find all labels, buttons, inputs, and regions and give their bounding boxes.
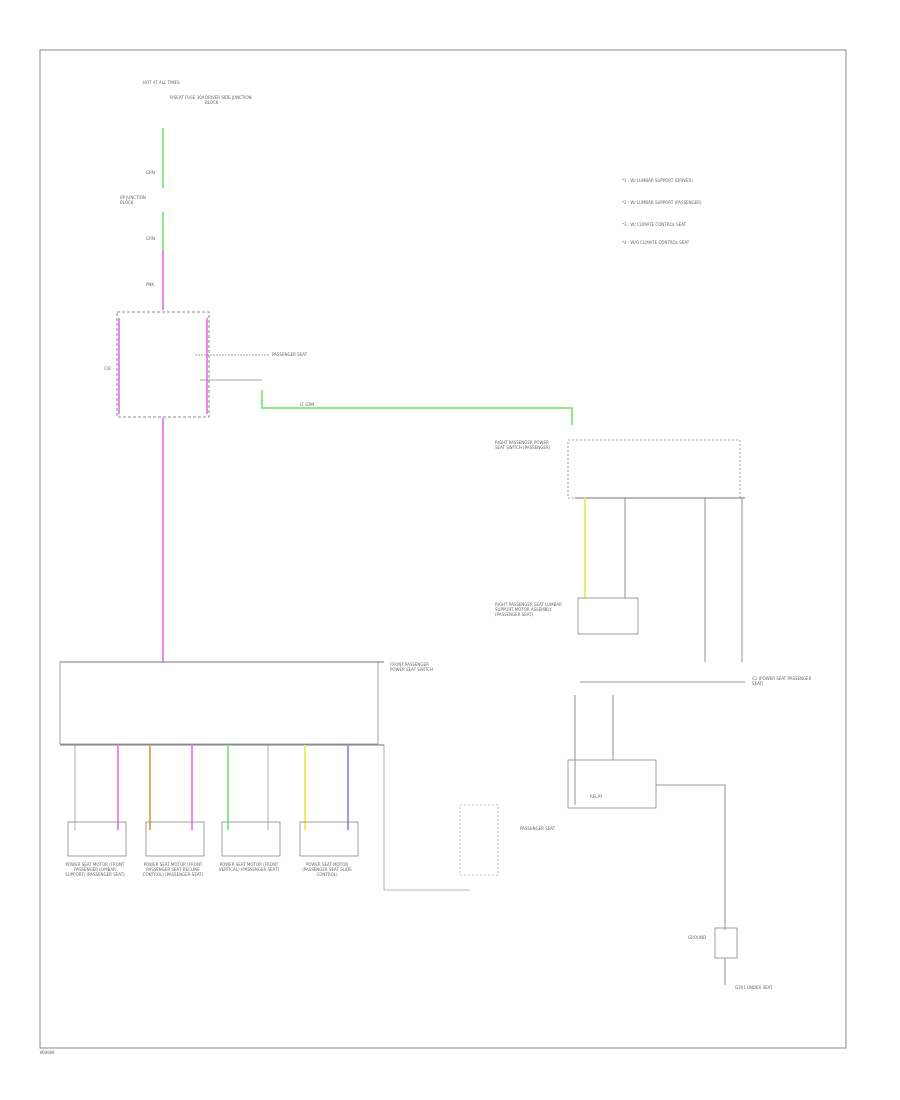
- wire-green-horizontal: [261, 390, 573, 425]
- wire-green-h-label: LT GRN: [300, 402, 315, 407]
- motor-box-2: [145, 821, 205, 857]
- note-4: *4 : W/O CLIMATE CONTROL SEAT: [622, 240, 690, 245]
- wire-gray-bottom: [383, 745, 470, 891]
- ground-label: GROUND: [688, 935, 707, 940]
- motor-label-3: POWER SEAT MOTOR (FRONT VERTICAL) (PASSE…: [218, 862, 280, 872]
- motor-box-1: [67, 821, 127, 857]
- main-switch-box: [59, 661, 379, 745]
- motor-label-2: POWER SEAT MOTOR (FRONT PASSENGER SEAT R…: [142, 862, 204, 877]
- fuse-label: P/SEAT FUSE 30A: [170, 95, 205, 100]
- top-source-label: HOT AT ALL TIMES: [143, 80, 180, 85]
- wire-green-top-label: GRN: [146, 170, 155, 175]
- junction-box: [116, 311, 210, 418]
- bottom-switch-label: FRONT PASSENGER POWER SEAT SWITCH: [390, 662, 433, 672]
- ground-component: [714, 927, 738, 959]
- small-ground-label: PASSENGER SEAT: [520, 826, 556, 831]
- wire-green-mid-label: GRN: [146, 236, 155, 241]
- right-connector-label: C1 (POWER SEAT PASSENGER SEAT): [752, 676, 812, 686]
- motor-label-1: POWER SEAT MOTOR (FRONT PASSENGER LUMBAR…: [65, 862, 125, 877]
- ground-connector-label: PASSENGER SEAT: [272, 352, 308, 357]
- right-switch-label: RIGHT PASSENGER POWER SEAT SWITCH (PASSE…: [495, 440, 551, 450]
- relay-label: RELAY: [590, 794, 603, 799]
- relay-box: [567, 759, 657, 809]
- fuse-note: DRIVER SIDE JUNCTION BLOCK: [205, 95, 252, 105]
- ground-location-label: G301 UNDER SEAT: [735, 985, 773, 990]
- wire-gray-to-ground: [656, 784, 726, 930]
- motor-label-4: POWER SEAT MOTOR (PASSENGER SEAT SLIDE C…: [302, 862, 352, 877]
- center-box-label: C/B: [104, 366, 111, 371]
- wire-pink-label: PNK: [146, 282, 155, 287]
- note-3: *3 : W/ CLIMATE CONTROL SEAT: [622, 222, 687, 227]
- junction-label: I/P JUNCTION BLOCK: [120, 195, 146, 205]
- right-motor-label: RIGHT PASSENGER SEAT LUMBAR SUPPORT MOTO…: [495, 602, 562, 617]
- motor-box-4: [299, 821, 359, 857]
- right-switch-box: [567, 439, 741, 499]
- note-2: *2 : W/ LUMBAR SUPPORT (PASSENGER): [622, 200, 702, 205]
- motor-box-3: [221, 821, 281, 857]
- diagram-frame: [39, 49, 847, 1049]
- note-1: *1 : W/ LUMBAR SUPPORT (DRIVER): [622, 178, 693, 183]
- footer-code: WD0000: [40, 1050, 55, 1055]
- small-switch-box: [459, 804, 499, 876]
- right-motor-box: [577, 597, 639, 635]
